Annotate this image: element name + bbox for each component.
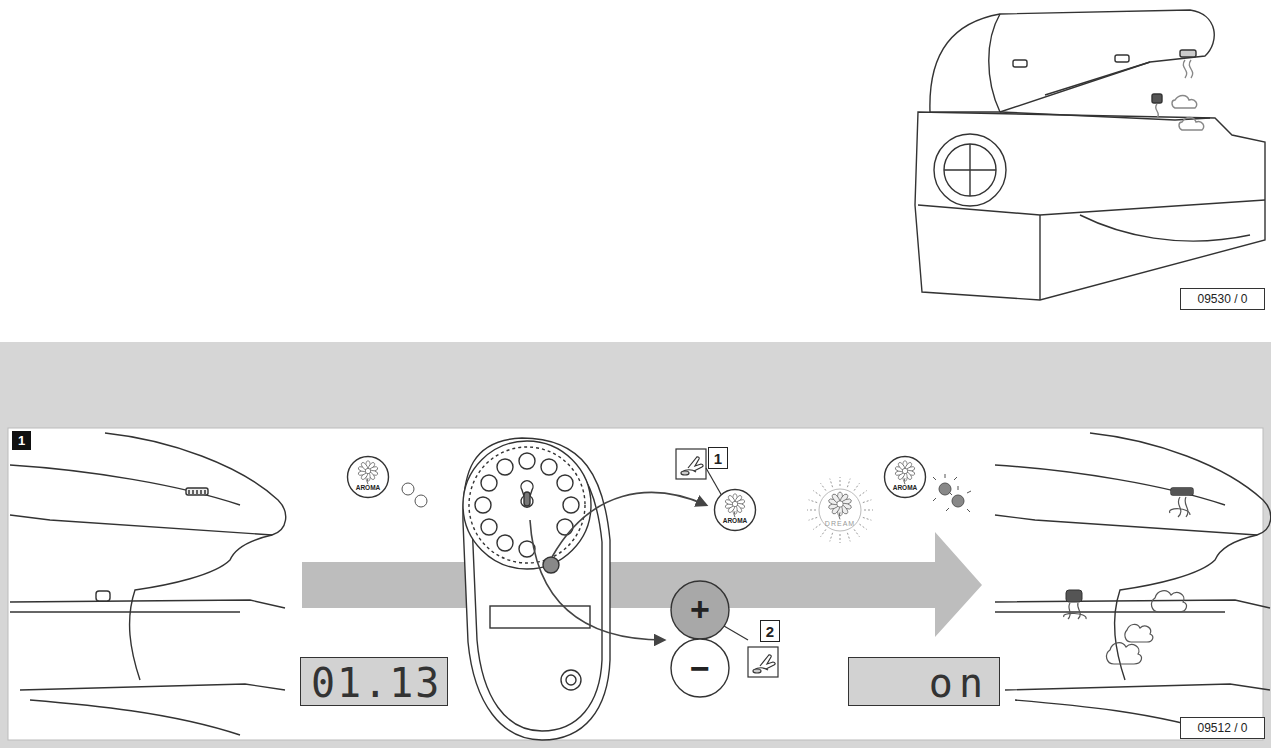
- node-label: DREAM: [808, 520, 872, 527]
- bed-closeup-after: [995, 433, 1271, 735]
- node-label: 2: [761, 624, 779, 639]
- node-label: 09530 / 0: [1181, 293, 1264, 305]
- process-arrow: [608, 532, 982, 637]
- figure-number-box: 09512 / 0: [1180, 717, 1265, 739]
- indicator-led: [415, 495, 427, 507]
- callout-number: 1: [708, 447, 728, 469]
- tanning-bed: [915, 10, 1265, 300]
- button-sign: +: [670, 592, 730, 626]
- pointer-arrow: [552, 492, 706, 557]
- node-outline: [713, 488, 757, 532]
- aroma-button-icon: AROMA: [713, 488, 757, 532]
- node-label: on: [929, 663, 989, 703]
- node-label: 1: [709, 451, 727, 466]
- button-sign: −: [670, 651, 730, 685]
- node-label: 09512 / 0: [1181, 722, 1264, 734]
- node-outline: [883, 455, 927, 499]
- node-label: 1: [12, 434, 31, 447]
- aroma-button-icon: AROMA: [883, 455, 927, 499]
- figure-number-box: 09530 / 0: [1180, 288, 1265, 310]
- node-outline: [346, 455, 390, 499]
- node-outline: [808, 478, 872, 542]
- bed-closeup-before: [10, 433, 286, 735]
- plus-minus-button: +−: [670, 580, 730, 698]
- node-label: AROMA: [713, 518, 757, 525]
- step-panel: [8, 428, 1263, 740]
- callout-number: 2: [760, 620, 780, 642]
- node-label: AROMA: [883, 485, 927, 492]
- step-number: 1: [12, 431, 31, 450]
- panel-band: [0, 342, 1271, 748]
- control-panel: [463, 438, 610, 740]
- lcd-display: on: [848, 657, 1000, 706]
- node-label: AROMA: [346, 485, 390, 492]
- lcd-display: 01.13: [300, 657, 448, 706]
- process-arrow: [302, 562, 470, 608]
- pointer-arrow: [530, 520, 664, 640]
- indicator-led-on: [933, 474, 971, 512]
- node-label: 01.13: [311, 663, 441, 703]
- dream-indicator-icon: DREAM: [808, 478, 872, 542]
- indicator-led: [402, 483, 414, 495]
- aroma-button-icon: AROMA: [346, 455, 390, 499]
